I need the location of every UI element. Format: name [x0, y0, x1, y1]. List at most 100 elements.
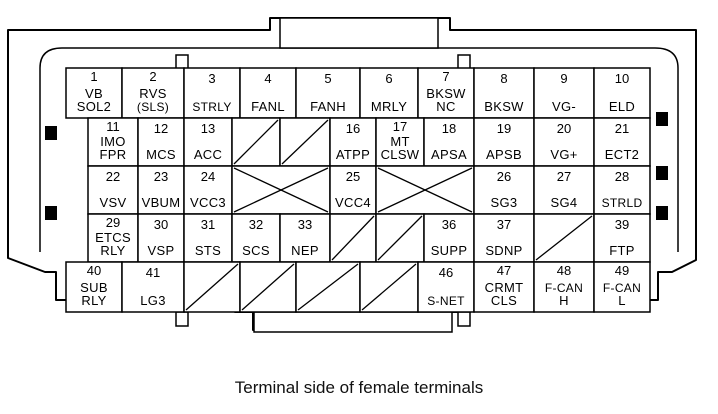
signal-label: FPR: [100, 147, 127, 162]
signal-label: CRMT: [485, 280, 524, 295]
signal-label: SUB: [80, 280, 108, 295]
pin-number: 19: [497, 121, 511, 136]
signal-label: ELD: [609, 99, 635, 114]
signal-label: VSV: [100, 195, 127, 210]
key-mark-left-top: [45, 126, 57, 140]
signal-label: VG-: [552, 99, 576, 114]
signal-label: BKSW: [426, 86, 466, 101]
terminal-cell-18: [423, 117, 475, 167]
signal-label: RLY: [100, 243, 125, 258]
signal-label: NC: [436, 99, 455, 114]
signal-label: ECT2: [605, 147, 639, 162]
empty-cavity-slash: [535, 215, 593, 261]
pin-number: 6: [385, 71, 392, 86]
signal-label: VCC4: [335, 195, 371, 210]
signal-label: LG3: [140, 293, 165, 308]
empty-cavity-slash: [361, 263, 417, 311]
signal-label: FANH: [310, 99, 346, 114]
key-mark-right-top: [656, 112, 668, 126]
terminal-cell-2: [121, 67, 185, 119]
terminal-grid: 1VBSOL22RVS(SLS)3STRLY4FANL5FANH6MRLY7BK…: [65, 67, 651, 313]
signal-label: VCC3: [190, 195, 226, 210]
pin-number: 8: [500, 71, 507, 86]
key-mark-right-bottom: [656, 206, 668, 220]
terminal-cell-9: [533, 67, 595, 119]
terminal-cell-41: [121, 261, 185, 313]
terminal-cell-20: [533, 117, 595, 167]
signal-label: MCS: [146, 147, 176, 162]
bottom-tab-left: [175, 311, 189, 327]
empty-cavity-slash: [241, 263, 295, 311]
signal-label: SG4: [551, 195, 578, 210]
pin-number: 37: [497, 217, 511, 232]
pin-number: 29: [106, 215, 120, 230]
empty-cavity-slash: [233, 119, 279, 165]
pin-number: 7: [442, 69, 449, 84]
top-tab-left: [175, 54, 189, 70]
terminal-cell-28: [593, 165, 651, 215]
signal-label: FTP: [609, 243, 634, 258]
signal-label: (SLS): [137, 100, 169, 114]
pin-number: 20: [557, 121, 571, 136]
pin-number: 17: [393, 119, 407, 134]
top-latch: [279, 17, 439, 49]
pin-number: 28: [615, 169, 629, 184]
terminal-cell-29: [87, 213, 139, 263]
signal-label: RLY: [81, 293, 106, 308]
terminal-cell-40: [65, 261, 123, 313]
empty-cavity-slash: [185, 263, 239, 311]
terminal-cell-32: [231, 213, 281, 263]
pin-number: 40: [87, 263, 101, 278]
signal-label: F-CAN: [545, 281, 583, 295]
pin-number: 36: [442, 217, 456, 232]
pin-number: 10: [615, 71, 629, 86]
pin-number: 24: [201, 169, 215, 184]
bottom-latch: [253, 311, 453, 333]
terminal-cell-49: [593, 261, 651, 313]
signal-label: VB: [85, 86, 103, 101]
key-mark-left-bottom: [45, 206, 57, 220]
signal-label: CLS: [491, 293, 517, 308]
signal-label: SUPP: [431, 243, 468, 258]
signal-label: ATPP: [336, 147, 370, 162]
empty-cavity-slash: [297, 263, 359, 311]
terminal-cell-8: [473, 67, 535, 119]
terminal-cell-22: [87, 165, 139, 215]
signal-label: FANL: [251, 99, 285, 114]
terminal-cell-7: [417, 67, 475, 119]
diagram-caption: Terminal side of female terminals: [234, 378, 484, 397]
signal-label: APSB: [486, 147, 522, 162]
pin-number: 22: [106, 169, 120, 184]
empty-cavity-cross-b: [377, 167, 473, 213]
signal-label: ACC: [194, 147, 222, 162]
signal-label: STRLY: [192, 100, 231, 114]
pin-number: 30: [154, 217, 168, 232]
pin-number: 9: [560, 71, 567, 86]
terminal-cell-27: [533, 165, 595, 215]
signal-label: SCS: [242, 243, 270, 258]
pin-number: 49: [615, 263, 629, 278]
signal-label: SDNP: [485, 243, 522, 258]
pin-number: 27: [557, 169, 571, 184]
signal-label: F-CAN: [603, 281, 641, 295]
key-mark-right-middle: [656, 166, 668, 180]
pin-number: 4: [264, 71, 271, 86]
pin-number: 13: [201, 121, 215, 136]
signal-label: H: [559, 293, 569, 308]
pin-number: 31: [201, 217, 215, 232]
pin-number: 3: [208, 71, 215, 86]
terminal-cell-10: [593, 67, 651, 119]
pin-number: 21: [615, 121, 629, 136]
pin-number: 1: [90, 69, 97, 84]
terminal-cell-30: [137, 213, 185, 263]
terminal-cell-25: [329, 165, 377, 215]
pin-number: 39: [615, 217, 629, 232]
pin-number: 25: [346, 169, 360, 184]
pin-number: 23: [154, 169, 168, 184]
pin-number: 48: [557, 263, 571, 278]
signal-label: SOL2: [77, 99, 111, 114]
terminal-cell-26: [473, 165, 535, 215]
signal-label: BKSW: [484, 99, 524, 114]
signal-label: VSP: [148, 243, 175, 258]
